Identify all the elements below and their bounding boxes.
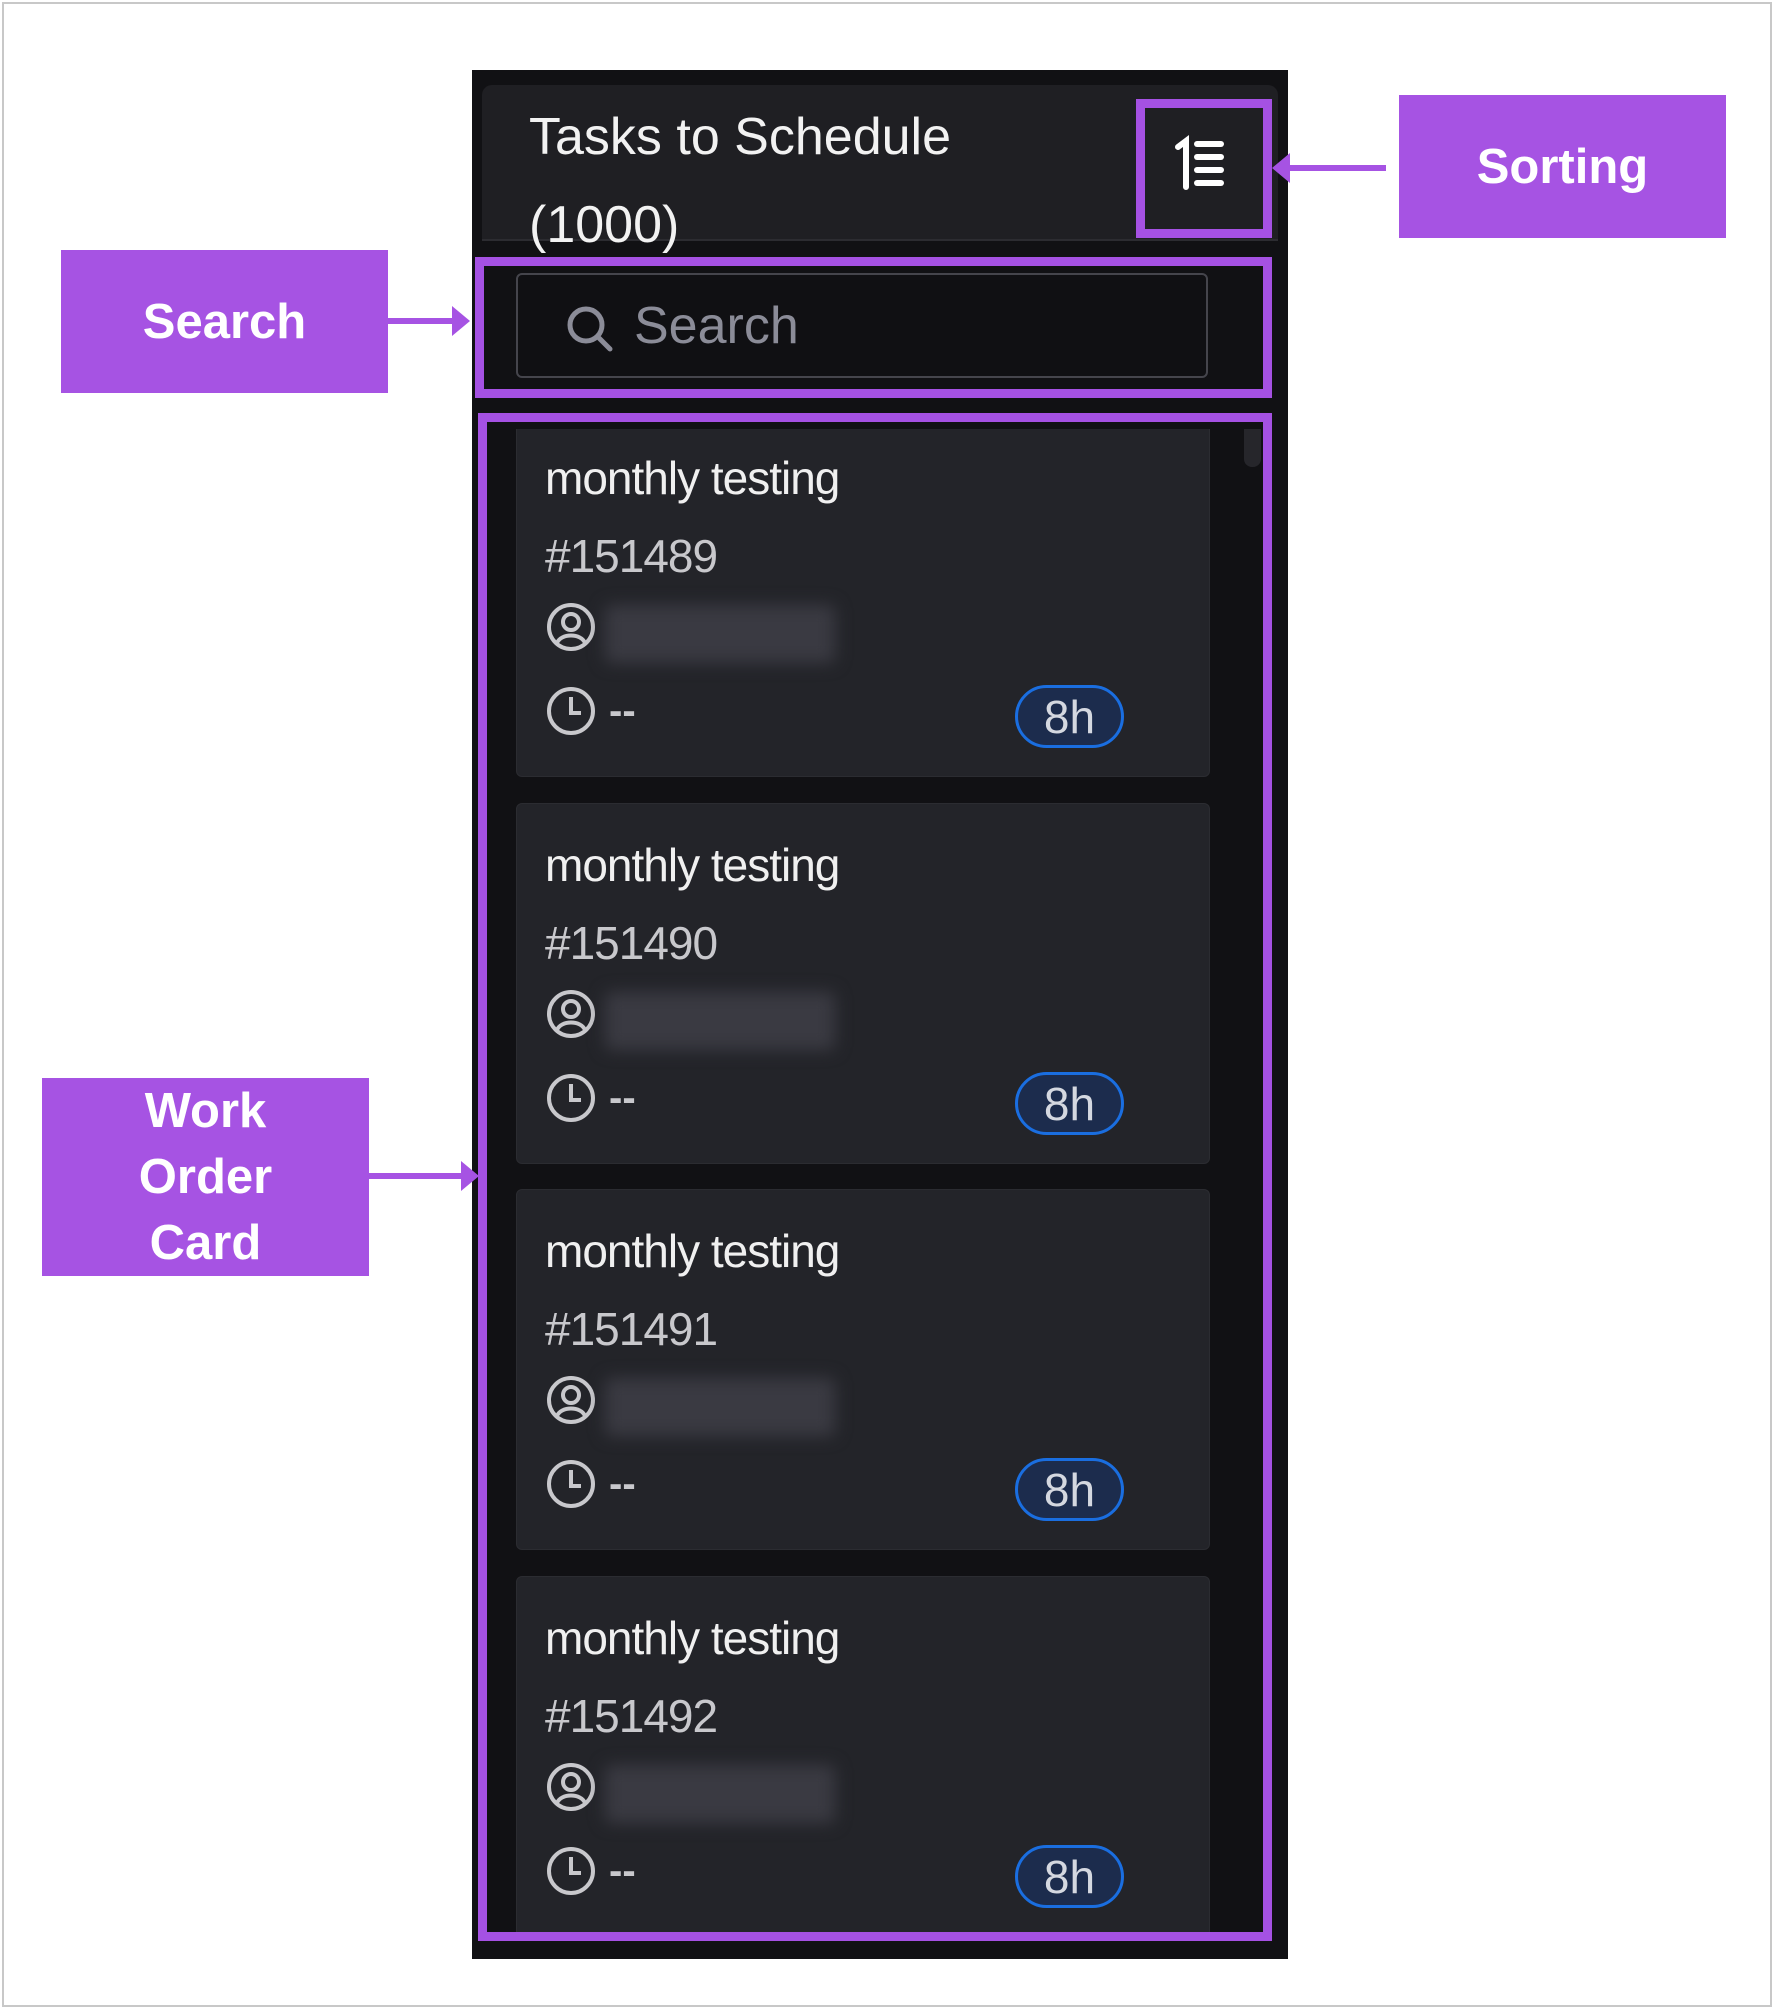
tasks-to-schedule-panel: Tasks to Schedule (1000) monthly testing…	[472, 70, 1288, 1959]
work-order-card[interactable]: monthly testing #151489 -- 8h	[516, 429, 1210, 777]
assignee-redacted	[605, 1765, 835, 1823]
user-icon	[547, 1376, 595, 1424]
work-order-card-arrow	[369, 1161, 479, 1191]
user-icon	[547, 603, 595, 651]
scheduled-time: --	[609, 1076, 636, 1120]
duration-badge: 8h	[1015, 685, 1124, 748]
search-highlight	[475, 257, 1272, 398]
work-order-id: #151490	[545, 917, 718, 969]
sort-icon[interactable]	[1172, 133, 1232, 193]
panel-header: Tasks to Schedule (1000)	[482, 85, 1278, 254]
card-title: monthly testing	[545, 1225, 840, 1277]
scheduled-time: --	[609, 689, 636, 733]
work-order-card[interactable]: monthly testing #151490 -- 8h	[516, 803, 1210, 1164]
search-label: Search	[61, 250, 388, 393]
card-title: monthly testing	[545, 452, 840, 504]
search-arrow	[388, 306, 470, 336]
work-order-id: #151492	[545, 1690, 718, 1742]
search-input[interactable]	[632, 285, 1196, 367]
sorting-label: Sorting	[1399, 95, 1726, 238]
user-icon	[547, 1763, 595, 1811]
scrollbar-thumb[interactable]	[1244, 429, 1261, 467]
search-icon	[567, 306, 613, 352]
clock-icon	[547, 687, 595, 735]
card-title: monthly testing	[545, 839, 840, 891]
clock-icon	[547, 1460, 595, 1508]
work-order-id: #151491	[545, 1303, 718, 1355]
assignee-redacted	[605, 605, 835, 663]
sorting-arrow	[1272, 153, 1386, 183]
user-icon	[547, 990, 595, 1038]
clock-icon	[547, 1847, 595, 1895]
card-title: monthly testing	[545, 1612, 840, 1664]
scheduled-time: --	[609, 1462, 636, 1506]
sorting-highlight	[1136, 99, 1272, 238]
assignee-redacted	[605, 1378, 835, 1436]
duration-badge: 8h	[1015, 1072, 1124, 1135]
panel-title-text: Tasks to Schedule	[529, 108, 952, 166]
duration-badge: 8h	[1015, 1458, 1124, 1521]
scheduled-time: --	[609, 1849, 636, 1893]
work-order-card[interactable]: monthly testing #151492 -- 8h	[516, 1576, 1210, 1937]
panel-title: Tasks to Schedule (1000)	[529, 93, 1049, 269]
assignee-redacted	[605, 992, 835, 1050]
work-order-id: #151489	[545, 530, 718, 582]
work-order-card[interactable]: monthly testing #151491 -- 8h	[516, 1189, 1210, 1550]
search-box[interactable]	[516, 273, 1208, 378]
work-order-card-label: Work Order Card	[42, 1078, 369, 1276]
task-count: (1000)	[529, 196, 680, 254]
card-highlight	[478, 413, 1272, 1941]
clock-icon	[547, 1074, 595, 1122]
duration-badge: 8h	[1015, 1845, 1124, 1908]
